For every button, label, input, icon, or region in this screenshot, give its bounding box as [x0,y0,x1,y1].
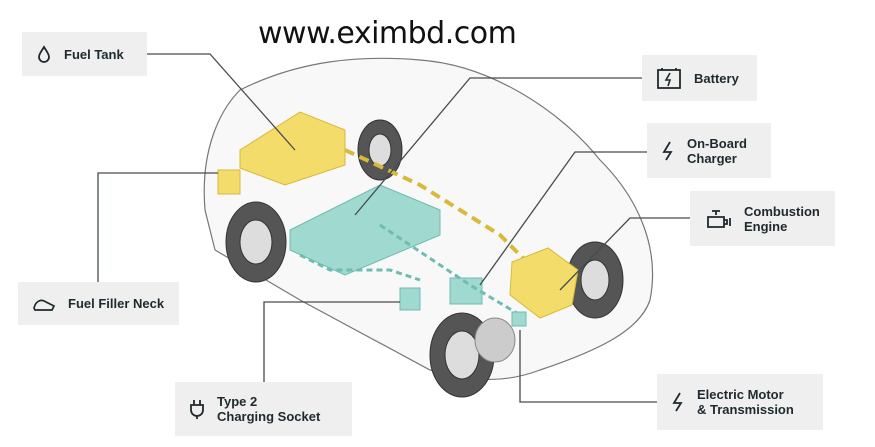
fuel-system [217,111,579,319]
wheels [225,119,624,398]
label-line: Charging Socket [217,409,321,424]
label-fuel-filler-neck: Fuel Filler Neck [18,282,179,325]
lightning-icon [672,392,683,412]
electric-system [289,184,527,327]
engine-icon [707,209,731,228]
watermark: www.eximbd.com [258,16,517,51]
battery-icon [657,68,681,89]
label-line: Combustion [744,203,820,219]
label-battery: Battery [642,55,757,101]
label-text: Electric Motor& Transmission [697,387,794,417]
droplet-icon [38,45,50,63]
leader-lines [97,53,690,403]
label-electric-motor: Electric Motor& Transmission [657,374,823,430]
lightning-icon [662,141,673,160]
label-text: Fuel Tank [64,46,124,62]
label-line: Engine [744,218,788,234]
label-text: Fuel Filler Neck [68,296,165,311]
plug-icon [190,400,204,419]
label-line: Electric Motor [697,387,784,402]
label-text: Battery [694,70,739,86]
label-line: & Transmission [697,402,794,417]
label-line: On-Board [687,135,747,151]
label-fuel-tank: Fuel Tank [22,32,147,76]
label-line: Type 2 [217,394,258,409]
label-line: Charger [687,150,737,166]
electric-motor [474,317,516,363]
fuel-filler-icon [33,299,56,311]
